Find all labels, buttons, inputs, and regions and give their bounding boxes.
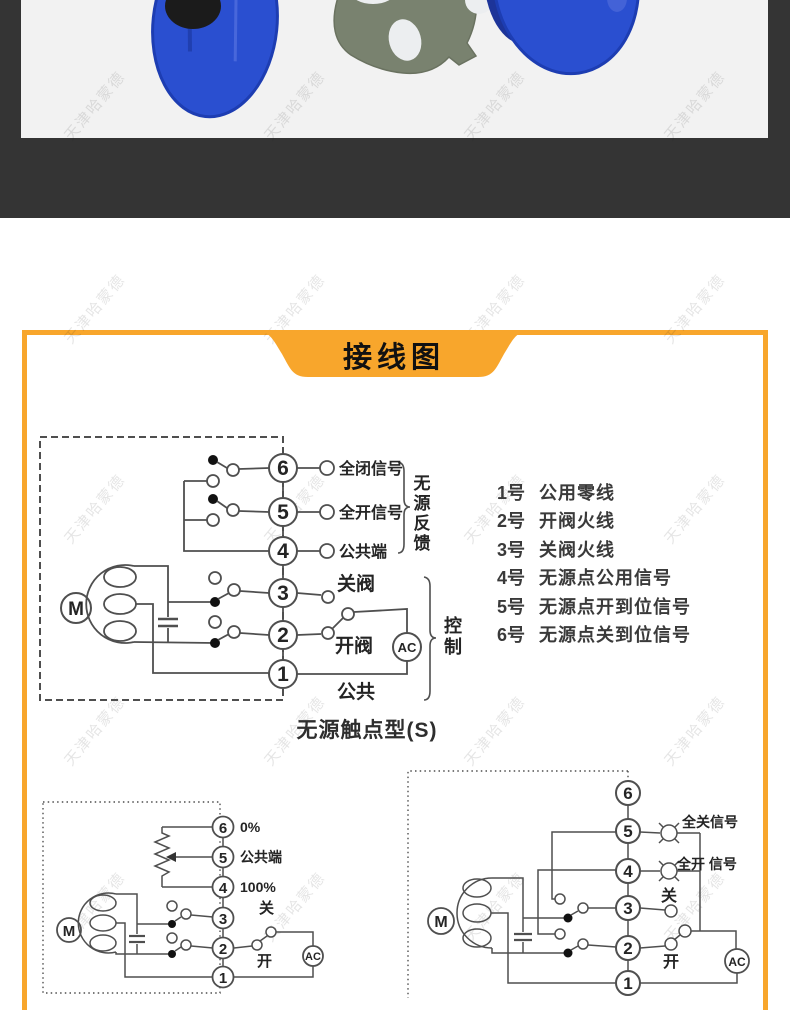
legend-desc: 无源点公用信号	[539, 568, 672, 589]
legend-desc: 公用零线	[539, 483, 615, 503]
wiring-diagram-panel	[22, 330, 768, 1010]
legend-num: 1号	[497, 483, 526, 503]
terminal-legend: 1号公用零线 2号开阀火线 3号关阀火线 4号无源点公用信号 5号无源点开到位信…	[497, 479, 691, 649]
product-photo	[21, 0, 768, 138]
legend-item: 4号无源点公用信号	[497, 564, 691, 592]
legend-num: 5号	[497, 596, 526, 617]
gasket-bore	[356, 0, 390, 4]
legend-num: 4号	[497, 568, 526, 589]
valve-hub	[165, 0, 221, 29]
gasket-hole	[465, 0, 493, 14]
legend-item: 6号无源点关到位信号	[497, 621, 691, 649]
legend-item: 3号关阀火线	[497, 536, 691, 564]
main-diagram-caption: 无源触点型(S)	[296, 719, 438, 742]
legend-desc: 无源点关到位信号	[539, 625, 691, 646]
legend-item: 2号开阀火线	[497, 507, 691, 535]
legend-item: 1号公用零线	[497, 479, 691, 507]
legend-num: 2号	[497, 511, 526, 532]
gasket-plate	[333, 0, 493, 75]
legend-desc: 开阀火线	[539, 511, 615, 532]
legend-item: 5号无源点开到位信号	[497, 593, 691, 621]
legend-desc: 关阀火线	[539, 539, 615, 560]
page-title: 接线图	[343, 341, 445, 374]
product-photo-illustration	[151, 0, 640, 119]
panel-header-tab: 接线图	[250, 330, 536, 377]
legend-num: 6号	[497, 625, 526, 646]
gasket-hole	[388, 19, 422, 61]
valve-flange-right	[486, 0, 640, 76]
legend-desc: 无源点开到位信号	[539, 596, 691, 617]
tab-shape	[250, 330, 536, 377]
legend-num: 3号	[497, 539, 526, 560]
